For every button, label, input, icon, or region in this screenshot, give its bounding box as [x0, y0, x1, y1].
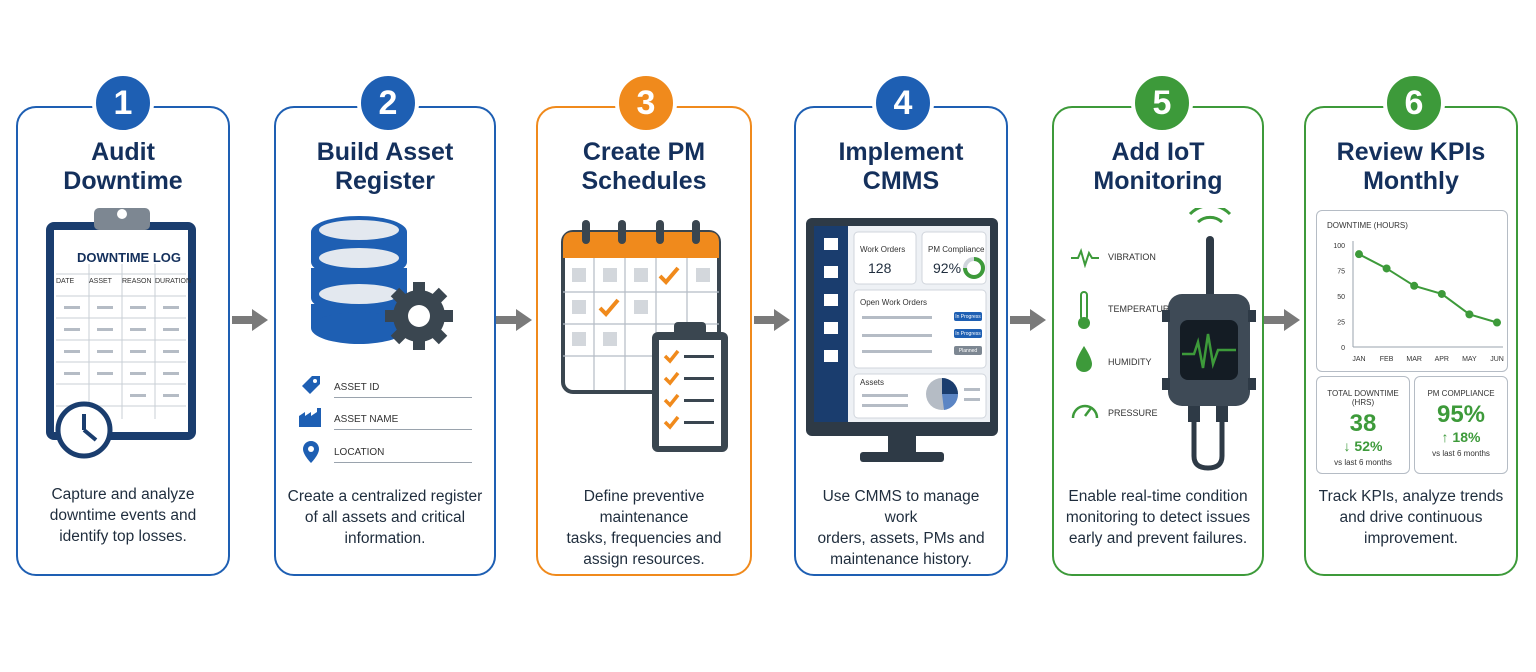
kpi-label: PM COMPLIANCE	[1427, 389, 1495, 398]
kpi-value: 95%	[1436, 401, 1486, 428]
step-card-4: Implement CMMS Work Orders 128 PM Compli…	[794, 106, 1008, 576]
monitor-icon	[806, 218, 998, 462]
sensor-humidity: HUMIDITY	[1108, 357, 1152, 367]
tag-icon	[302, 376, 320, 394]
kpi-change-row: ↑ 18%	[1415, 429, 1507, 445]
log-columns: DATE ASSET REASON DURATION	[56, 278, 204, 285]
step-description: Use CMMS to manage work orders, assets, …	[817, 488, 985, 568]
log-col-duration: DURATION	[155, 278, 192, 285]
sensor-temperature: TEMPERATURE	[1108, 304, 1176, 314]
step-badge-6: 6	[1383, 72, 1445, 134]
data-point	[1355, 250, 1363, 259]
kpi-change: 18%	[1452, 429, 1481, 445]
log-col-date: DATE	[56, 278, 75, 285]
kpi-total-downtime-panel: TOTAL DOWNTIME (HRS) 38 ↓ 52% vs last 6 …	[1316, 376, 1410, 474]
log-title: DOWNTIME LOG	[77, 250, 181, 265]
step-description: Create a centralized register of all ass…	[287, 488, 483, 547]
x-tick-label: MAY	[1462, 356, 1477, 363]
x-tick-label: JUN	[1490, 356, 1504, 363]
step-badge-5: 5	[1131, 72, 1193, 134]
clipboard-icon	[46, 208, 196, 459]
step-title: Review KPIs Monthly	[1336, 138, 1486, 195]
step-title: Audit Downtime	[63, 138, 183, 195]
step-badge-3: 3	[615, 72, 677, 134]
log-col-reason: REASON	[122, 278, 152, 285]
arrow-down-icon: ↓	[1343, 438, 1351, 454]
sensor-vibration: VIBRATION	[1108, 252, 1156, 262]
step-card-1: Audit Downtime DOWNTIME LOG DATE ASSET R…	[16, 106, 230, 576]
arrow-up-icon: ↑	[1441, 429, 1449, 445]
x-tick-label: MAR	[1406, 356, 1422, 363]
x-tick-label: JAN	[1352, 356, 1365, 363]
iot-sensor-device-icon	[1162, 208, 1256, 471]
step-title: Build Asset Register	[316, 138, 454, 195]
register-field-location: LOCATION	[334, 447, 472, 463]
step-card-3: Create PM Schedules Define preventive ma…	[536, 106, 752, 576]
gauge-icon	[1071, 404, 1099, 419]
calendar-checklist-icon	[561, 220, 728, 452]
pm-compliance-value: 92%	[933, 260, 962, 276]
kpi-pm-compliance-panel: PM COMPLIANCE 95% ↑ 18% vs last 6 months	[1414, 376, 1508, 474]
step-description: Track KPIs, analyze trends and drive con…	[1318, 488, 1504, 547]
assets-label: Assets	[860, 378, 885, 387]
arrow-right-icon	[1264, 309, 1300, 331]
kpi-note: vs last 6 months	[1334, 458, 1392, 467]
step-card-5: Add IoT Monitoring VIBRATION TEMPERATURE…	[1052, 106, 1264, 576]
register-field-asset-name: ASSET NAME	[334, 414, 472, 430]
kpi-change-row: ↓ 52%	[1317, 438, 1409, 454]
status-badge: In Progress	[955, 331, 981, 337]
work-orders-value: 128	[868, 260, 892, 276]
y-tick-label: 0	[1341, 345, 1345, 352]
database-gear-icon	[311, 216, 453, 350]
location-pin-icon	[303, 441, 319, 463]
step-badge-2: 2	[357, 72, 419, 134]
step-card-2: Build Asset Register ASSET ID ASSET NAME…	[274, 106, 496, 576]
downtime-series-line	[1358, 253, 1498, 324]
open-work-orders-label: Open Work Orders	[860, 298, 927, 307]
arrow-right-icon	[1010, 309, 1046, 331]
data-point	[1382, 264, 1391, 273]
status-badge: Planned	[958, 348, 978, 354]
y-tick-label: 25	[1337, 320, 1345, 327]
waveform-icon	[1071, 248, 1099, 268]
step-description: Enable real-time condition monitoring to…	[1065, 488, 1251, 547]
step-title: Create PM Schedules	[581, 138, 707, 195]
step-description: Capture and analyze downtime events and …	[49, 486, 197, 545]
water-drop-icon	[1076, 346, 1092, 372]
kpi-value: 38	[1349, 410, 1377, 437]
register-field-asset-id: ASSET ID	[334, 382, 472, 398]
y-tick-label: 100	[1333, 243, 1345, 250]
y-tick-label: 50	[1337, 294, 1345, 301]
arrow-right-icon	[496, 309, 532, 331]
factory-icon	[299, 408, 321, 427]
status-badge: In Progress	[955, 314, 981, 320]
data-point	[1465, 310, 1474, 319]
kpi-note: vs last 6 months	[1432, 449, 1490, 458]
kpi-label: TOTAL DOWNTIME (HRS)	[1327, 389, 1399, 407]
arrow-right-icon	[754, 309, 790, 331]
work-orders-label: Work Orders	[860, 245, 906, 254]
step-title: Implement CMMS	[838, 138, 964, 195]
data-point	[1437, 289, 1446, 298]
arrow-right-icon	[232, 309, 268, 331]
step-title: Add IoT Monitoring	[1093, 138, 1223, 195]
step-badge-4: 4	[872, 72, 934, 134]
y-tick-label: 75	[1337, 269, 1345, 276]
step-card-6: Review KPIs Monthly DOWNTIME (HOURS) 100…	[1304, 106, 1518, 576]
log-col-asset: ASSET	[89, 278, 112, 285]
x-tick-label: FEB	[1380, 356, 1394, 363]
x-tick-label: APR	[1435, 356, 1449, 363]
step-description: Define preventive maintenance tasks, fre…	[566, 488, 722, 568]
thermometer-icon	[1078, 291, 1090, 329]
kpi-change: 52%	[1354, 438, 1383, 454]
data-point	[1410, 281, 1419, 290]
step-badge-1: 1	[92, 72, 154, 134]
data-point	[1493, 318, 1501, 327]
pm-compliance-label: PM Compliance	[928, 245, 985, 254]
chart-title: DOWNTIME (HOURS)	[1327, 221, 1408, 230]
sensor-pressure: PRESSURE	[1108, 408, 1158, 418]
